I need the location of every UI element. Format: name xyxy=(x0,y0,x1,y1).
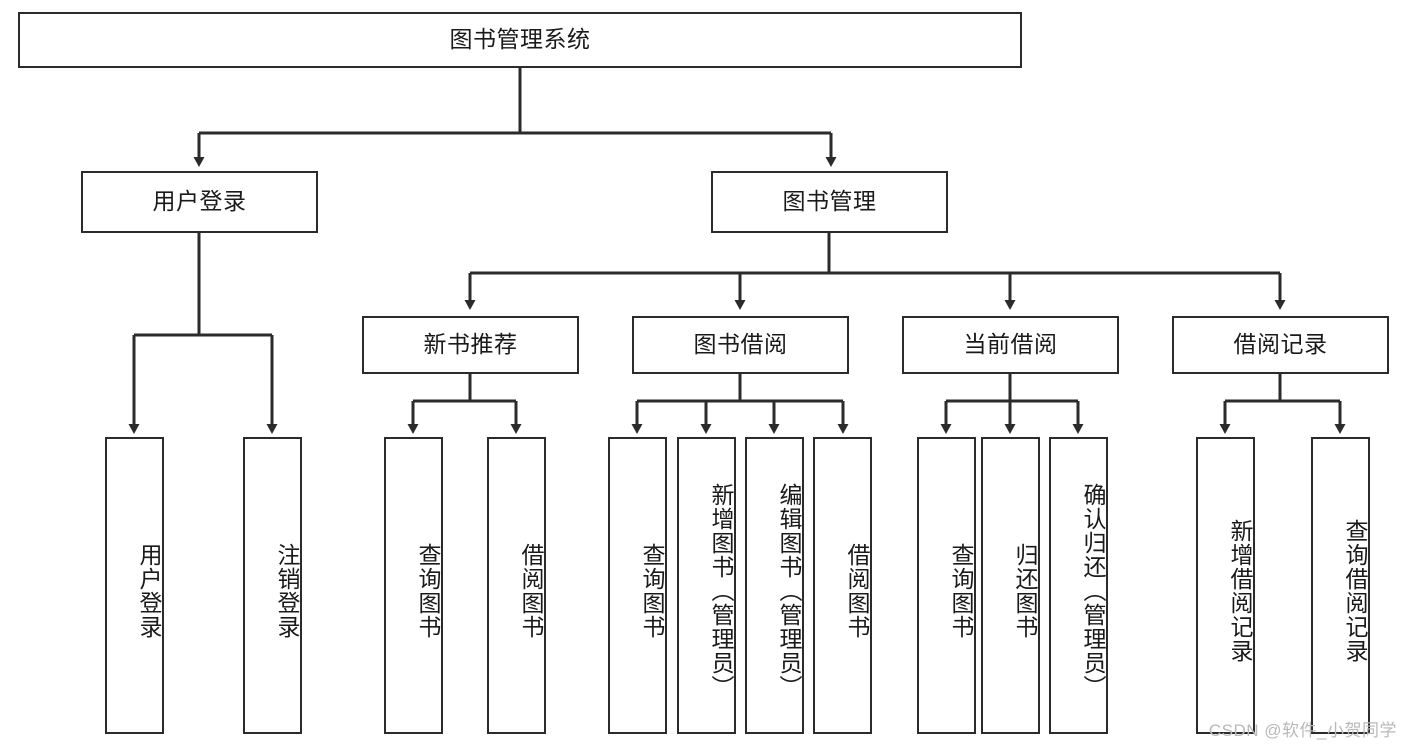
node-label: 确认归还（管理员） xyxy=(1080,482,1106,699)
node-label: 归还图书 xyxy=(1012,542,1038,639)
leaf-user-login[interactable]: 用户登录 xyxy=(105,437,164,734)
node-new-book-recommend[interactable]: 新书推荐 xyxy=(362,316,579,374)
node-label: 借阅图书 xyxy=(518,542,544,639)
leaf-return-book[interactable]: 归还图书 xyxy=(981,437,1040,734)
leaf-query-book-2[interactable]: 查询图书 xyxy=(608,437,667,734)
node-label: 图书借阅 xyxy=(693,331,788,358)
leaf-query-book-3[interactable]: 查询图书 xyxy=(917,437,976,734)
leaf-query-book-1[interactable]: 查询图书 xyxy=(384,437,443,734)
node-label: 查询图书 xyxy=(948,542,974,639)
node-label: 查询借阅记录 xyxy=(1342,518,1368,663)
watermark-text: CSDN @软件_小贺同学 xyxy=(1208,721,1397,740)
node-borrow-record[interactable]: 借阅记录 xyxy=(1172,316,1389,374)
leaf-confirm-return[interactable]: 确认归还（管理员） xyxy=(1049,437,1108,734)
node-label: 借阅图书 xyxy=(844,542,870,639)
node-label: 注销登录 xyxy=(274,542,300,639)
node-label: 图书管理 xyxy=(782,188,877,215)
node-label: 当前借阅 xyxy=(963,331,1058,358)
node-user-login[interactable]: 用户登录 xyxy=(81,171,318,233)
node-label: 编辑图书（管理员） xyxy=(776,482,802,699)
leaf-query-record[interactable]: 查询借阅记录 xyxy=(1311,437,1370,734)
leaf-edit-book[interactable]: 编辑图书（管理员） xyxy=(745,437,804,734)
node-root-system[interactable]: 图书管理系统 xyxy=(18,12,1022,68)
leaf-logout-login[interactable]: 注销登录 xyxy=(243,437,302,734)
node-label: 新增借阅记录 xyxy=(1227,518,1253,663)
node-current-borrow[interactable]: 当前借阅 xyxy=(902,316,1119,374)
node-book-borrow[interactable]: 图书借阅 xyxy=(632,316,849,374)
leaf-borrow-book-1[interactable]: 借阅图书 xyxy=(487,437,546,734)
node-label: 图书管理系统 xyxy=(449,26,591,53)
leaf-add-book[interactable]: 新增图书（管理员） xyxy=(677,437,736,734)
node-label: 用户登录 xyxy=(136,542,162,639)
node-label: 查询图书 xyxy=(639,542,665,639)
node-book-manage[interactable]: 图书管理 xyxy=(711,171,948,233)
node-label: 查询图书 xyxy=(415,542,441,639)
node-label: 借阅记录 xyxy=(1233,331,1328,358)
node-label: 用户登录 xyxy=(152,188,247,215)
node-label: 新增图书（管理员） xyxy=(708,482,734,699)
leaf-add-record[interactable]: 新增借阅记录 xyxy=(1196,437,1255,734)
leaf-borrow-book-2[interactable]: 借阅图书 xyxy=(813,437,872,734)
node-label: 新书推荐 xyxy=(423,331,518,358)
